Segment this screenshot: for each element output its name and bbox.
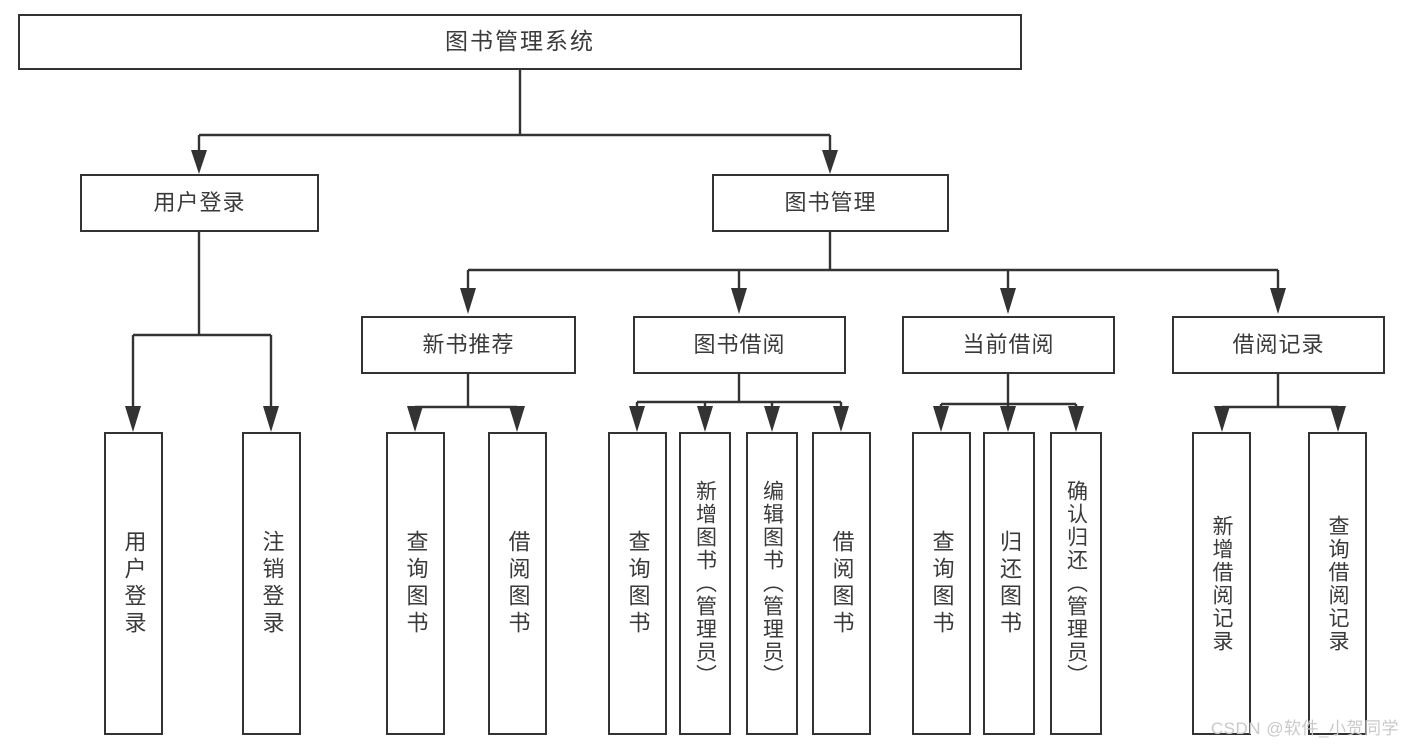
node-leaf-edit-book[interactable]: 编辑图书（管理员） xyxy=(746,432,798,735)
csdn-watermark: CSDN @软件_小贺同学 xyxy=(1210,719,1399,738)
node-leaf-query-book-2[interactable]: 查询图书 xyxy=(608,432,667,735)
node-leaf-return-book[interactable]: 归还图书 xyxy=(983,432,1035,735)
node-leaf-query-book-1-label: 查询图书 xyxy=(403,529,429,638)
node-leaf-return-book-label: 归还图书 xyxy=(997,529,1022,638)
node-user-login[interactable]: 用户登录 xyxy=(80,174,319,232)
node-leaf-user-login-label: 用户登录 xyxy=(121,529,147,638)
node-leaf-user-logout[interactable]: 注销登录 xyxy=(242,432,301,735)
node-leaf-user-logout-label: 注销登录 xyxy=(259,529,285,638)
node-leaf-user-login[interactable]: 用户登录 xyxy=(104,432,163,735)
node-leaf-add-record-label: 新增借阅记录 xyxy=(1210,514,1233,653)
node-leaf-query-book-1[interactable]: 查询图书 xyxy=(386,432,445,735)
node-current-borrow-label: 当前借阅 xyxy=(962,332,1055,358)
node-leaf-query-record[interactable]: 查询借阅记录 xyxy=(1308,432,1367,735)
node-root-label: 图书管理系统 xyxy=(445,28,595,55)
node-leaf-add-book[interactable]: 新增图书（管理员） xyxy=(679,432,731,735)
node-leaf-query-book-3[interactable]: 查询图书 xyxy=(912,432,971,735)
node-new-book-rec-label: 新书推荐 xyxy=(422,332,515,358)
node-book-manage-label: 图书管理 xyxy=(784,190,877,216)
node-leaf-add-book-label: 新增图书（管理员） xyxy=(693,480,717,687)
node-leaf-borrow-book-1[interactable]: 借阅图书 xyxy=(488,432,547,735)
node-book-manage[interactable]: 图书管理 xyxy=(712,174,949,232)
node-book-borrow[interactable]: 图书借阅 xyxy=(633,316,846,374)
node-leaf-confirm-return[interactable]: 确认归还（管理员） xyxy=(1050,432,1102,735)
node-borrow-record[interactable]: 借阅记录 xyxy=(1172,316,1385,374)
node-user-login-label: 用户登录 xyxy=(153,190,246,216)
node-leaf-borrow-book-1-label: 借阅图书 xyxy=(505,529,531,638)
node-leaf-add-record[interactable]: 新增借阅记录 xyxy=(1192,432,1251,735)
node-leaf-borrow-book-2-label: 借阅图书 xyxy=(829,529,855,638)
node-current-borrow[interactable]: 当前借阅 xyxy=(902,316,1115,374)
node-leaf-query-book-3-label: 查询图书 xyxy=(929,529,955,638)
node-borrow-record-label: 借阅记录 xyxy=(1232,332,1325,358)
node-book-borrow-label: 图书借阅 xyxy=(693,332,786,358)
node-leaf-query-book-2-label: 查询图书 xyxy=(625,529,651,638)
node-root[interactable]: 图书管理系统 xyxy=(18,14,1022,70)
node-new-book-rec[interactable]: 新书推荐 xyxy=(361,316,576,374)
node-leaf-edit-book-label: 编辑图书（管理员） xyxy=(760,480,784,687)
node-leaf-query-record-label: 查询借阅记录 xyxy=(1326,514,1349,653)
node-leaf-confirm-return-label: 确认归还（管理员） xyxy=(1064,480,1088,687)
node-leaf-borrow-book-2[interactable]: 借阅图书 xyxy=(812,432,871,735)
